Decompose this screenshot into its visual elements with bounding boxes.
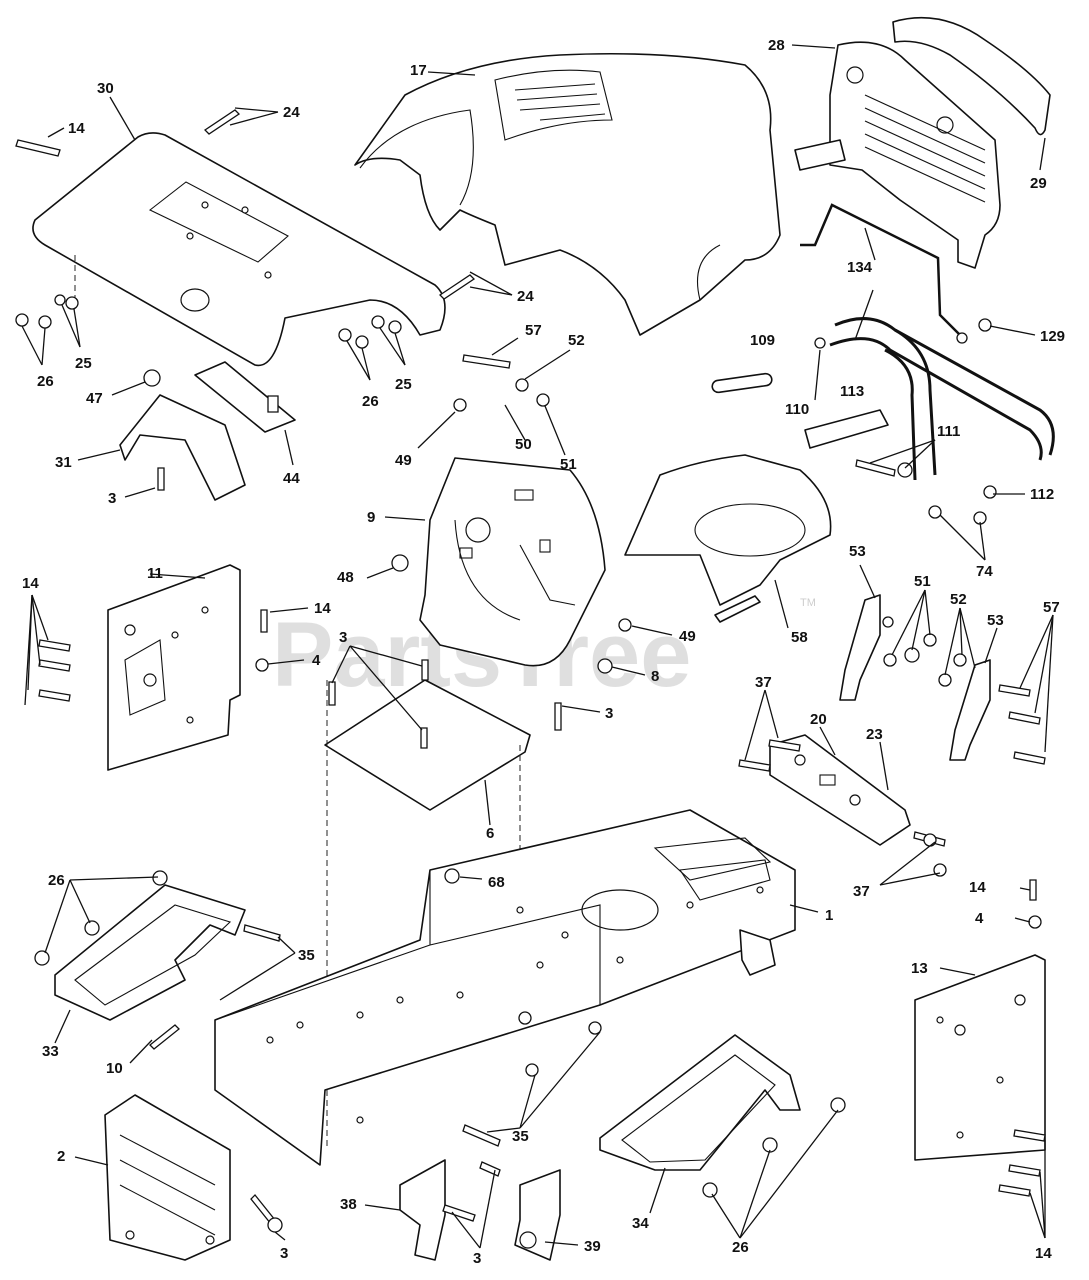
part-58-tray [624,454,832,623]
label-3: 3 [280,1245,288,1262]
label-14: 14 [1035,1245,1052,1262]
label-3: 3 [339,629,347,646]
label-53: 53 [987,612,1004,629]
label-24: 24 [283,104,300,121]
label-38: 38 [340,1196,357,1213]
label-47: 47 [86,390,103,407]
label-26: 26 [37,373,54,390]
label-14: 14 [68,120,85,137]
part-44-spring [267,395,279,413]
part-30-dash-cover [32,132,446,367]
label-14: 14 [314,600,331,617]
label-31: 31 [55,454,72,471]
label-25: 25 [395,376,412,393]
label-6: 6 [486,825,494,842]
label-68: 68 [488,874,505,891]
label-52: 52 [568,332,585,349]
label-34: 34 [632,1215,649,1232]
label-26: 26 [48,872,65,889]
label-30: 30 [97,80,114,97]
part-113-bumper-tube [804,317,1055,481]
part-11-side-panel-left [107,564,241,771]
label-110: 110 [785,401,809,418]
label-26: 26 [732,1239,749,1256]
part-34-footrest-right [599,1034,801,1171]
label-35: 35 [512,1128,529,1145]
label-3: 3 [473,1250,481,1267]
leader-lines [21,44,1054,1249]
label-11: 11 [147,565,163,582]
label-3: 3 [108,490,116,507]
label-52: 52 [950,591,967,608]
label-3: 3 [605,705,613,722]
part-53-bracket-lower [949,659,991,761]
part-134-rod [800,203,961,336]
label-49: 49 [679,628,696,645]
label-51: 51 [560,456,577,473]
label-37: 37 [853,883,870,900]
label-35: 35 [298,947,315,964]
label-33: 33 [42,1043,59,1060]
label-10: 10 [106,1060,123,1077]
label-74: 74 [976,563,993,580]
label-58: 58 [791,629,808,646]
part-109-bar [711,372,773,394]
part-9-dash-tower [419,457,606,667]
part-28-grille [794,41,1001,269]
label-29: 29 [1030,175,1047,192]
part-33-footrest-left [54,884,246,1021]
label-2: 2 [57,1148,65,1165]
label-134: 134 [847,259,873,276]
part-38-bracket [399,1159,446,1261]
label-39: 39 [584,1238,601,1255]
label-23: 23 [866,726,883,743]
part-53-bracket-upper [839,594,881,701]
part-31-bracket [119,394,246,501]
label-1: 1 [825,907,833,924]
part-20-mount-plate [769,734,911,846]
label-14: 14 [22,575,39,592]
label-112: 112 [1030,486,1054,503]
label-111: 111 [937,423,960,440]
label-17: 17 [410,62,427,79]
label-8: 8 [651,668,659,685]
part-44-plate [194,361,296,433]
label-129: 129 [1040,328,1065,345]
label-49: 49 [395,452,412,469]
label-109: 109 [750,332,775,349]
label-24: 24 [517,288,534,305]
part-1-main-frame [214,809,796,1166]
label-14: 14 [969,879,986,896]
part-13-side-panel-right [914,954,1046,1161]
label-50: 50 [515,436,532,453]
part-2-front-panel [104,1094,231,1261]
label-53: 53 [849,543,866,560]
watermark-trademark: TM [800,597,816,609]
label-48: 48 [337,569,354,586]
label-57: 57 [1043,599,1060,616]
label-51: 51 [914,573,931,590]
part-17-hood [354,52,781,336]
label-4: 4 [312,652,321,669]
label-44: 44 [283,470,300,487]
part-29-bumper-trim [892,16,1051,136]
label-13: 13 [911,960,928,977]
label-26: 26 [362,393,379,410]
part-39-bracket [514,1169,561,1261]
label-113: 113 [840,383,864,400]
label-9: 9 [367,509,375,526]
label-57: 57 [525,322,542,339]
label-4: 4 [975,910,984,927]
callout-labels: 30 14 24 17 28 29 134 24 25 26 25 26 47 … [22,37,1065,1267]
label-25: 25 [75,355,92,372]
label-20: 20 [810,711,827,728]
label-28: 28 [768,37,785,54]
label-37: 37 [755,674,772,691]
